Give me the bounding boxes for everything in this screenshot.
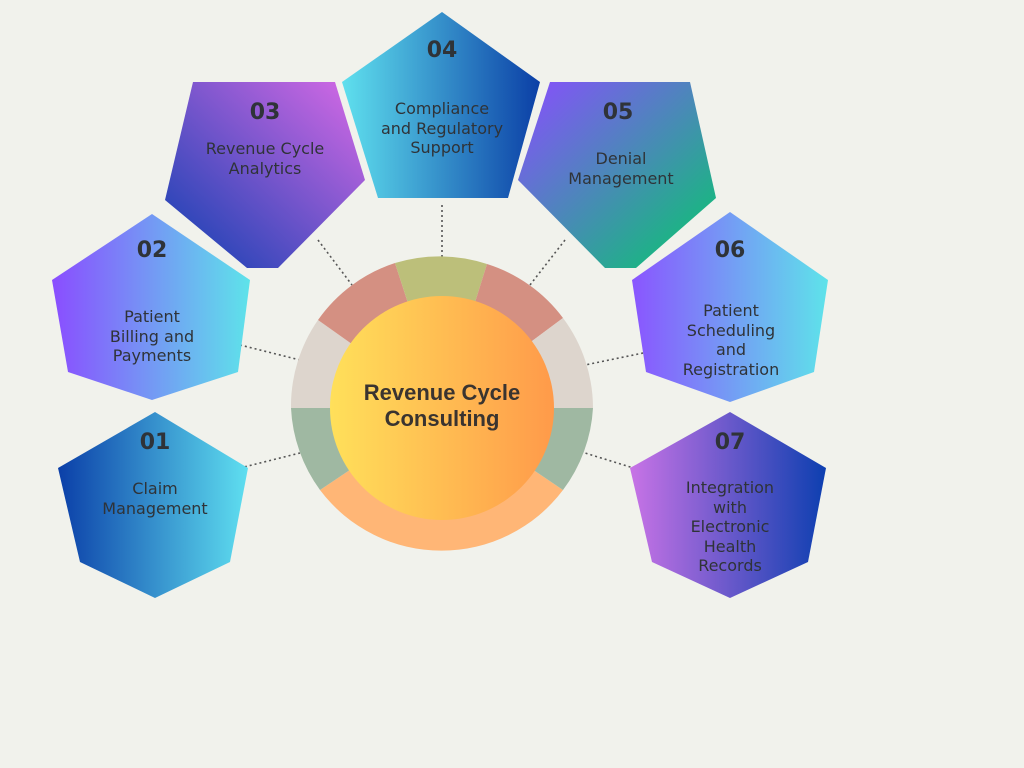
connector-06 (584, 351, 649, 366)
node-07-label: Integration with Electronic Health Recor… (685, 478, 775, 575)
node-07-shape (630, 412, 826, 598)
node-03-number: 03 (249, 100, 281, 125)
center-circle (330, 296, 554, 520)
center-title: Revenue Cycle Consulting (363, 380, 521, 431)
node-shapes (52, 12, 828, 598)
connectors (239, 205, 649, 471)
node-06-shape (632, 212, 828, 402)
connector-02 (239, 344, 301, 361)
node-01-shape (58, 412, 248, 598)
node-05-number: 05 (602, 100, 634, 125)
node-02-number: 02 (136, 238, 168, 263)
node-02-label: Patient Billing and Payments (109, 307, 195, 365)
connector-05 (529, 239, 566, 286)
node-06-number: 06 (714, 238, 746, 263)
node-03-label: Revenue Cycle Analytics (205, 139, 325, 178)
node-07-number: 07 (714, 430, 746, 455)
node-04-label: Compliance and Regulatory Support (380, 99, 504, 157)
node-04-shape (342, 12, 540, 198)
node-05-label: Denial Management (568, 149, 674, 188)
connector-03 (317, 239, 353, 286)
node-01-number: 01 (139, 430, 171, 455)
node-06-label: Patient Scheduling and Registration (682, 301, 780, 379)
node-03-shape (165, 82, 365, 268)
node-05-shape (518, 82, 716, 268)
connector-01 (239, 452, 301, 469)
node-02-shape (52, 214, 250, 400)
node-01-label: Claim Management (102, 479, 208, 518)
node-04-number: 04 (426, 38, 458, 63)
